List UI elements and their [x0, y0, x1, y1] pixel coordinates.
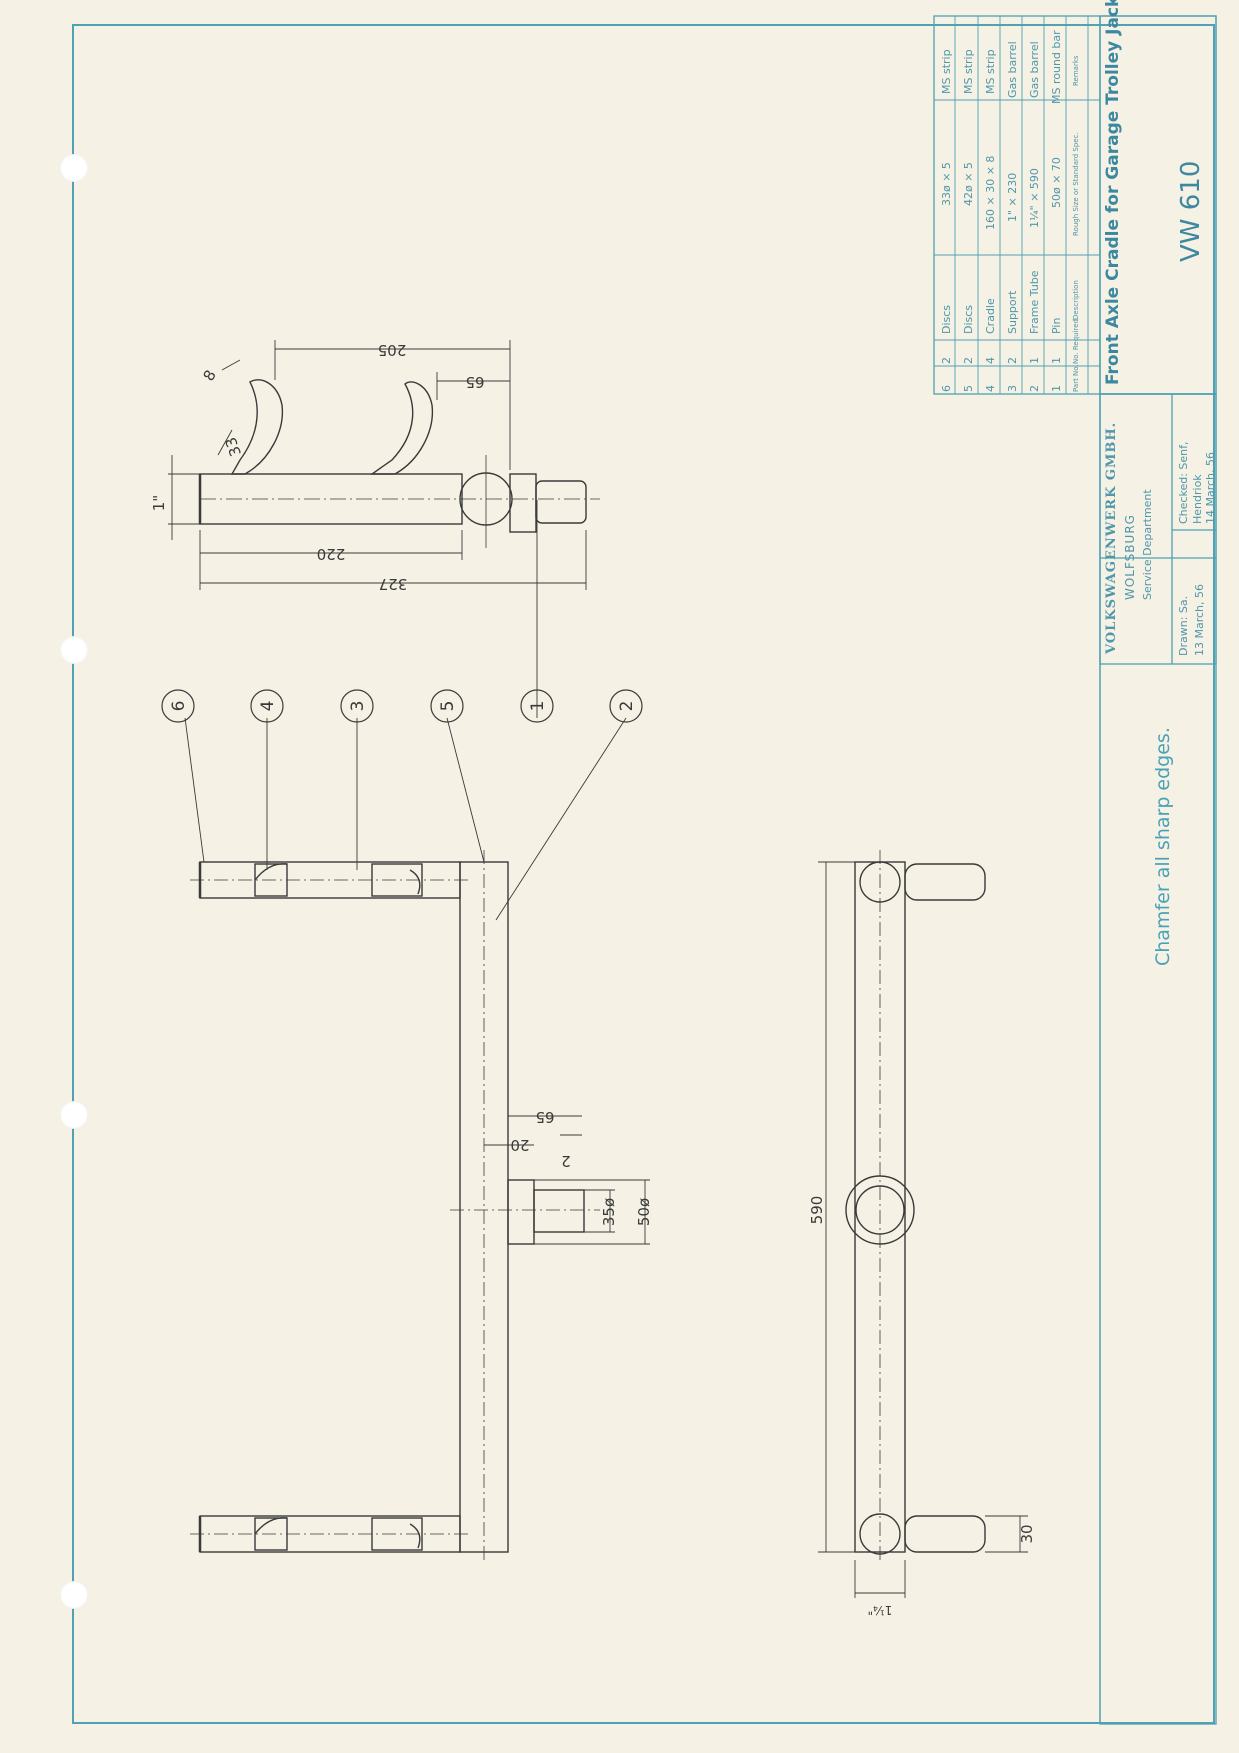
part-qty: 1	[1050, 357, 1063, 364]
balloon-label: 3	[348, 701, 368, 712]
dimension-label: 8	[199, 367, 219, 384]
punch-hole	[60, 1101, 88, 1129]
part-remarks: MS strip	[984, 49, 997, 94]
drawing-title: Front Axle Cradle for Garage Trolley Jac…	[1103, 0, 1123, 385]
part-number: 1	[1050, 385, 1063, 392]
part-description: Discs	[962, 304, 975, 334]
frame-plan-view	[190, 850, 600, 1560]
part-size: 42ø × 5	[962, 162, 975, 206]
dimension-label: 30	[1018, 1524, 1036, 1543]
dimension-label: 1¼"	[868, 1603, 893, 1617]
part-remarks: MS round bar	[1050, 30, 1063, 104]
drawn-label: Drawn: Sa.	[1177, 595, 1190, 656]
company-name: VOLKSWAGENWERK GMBH.	[1104, 421, 1119, 654]
balloon-label: 1	[528, 701, 548, 712]
dimension-label: 2	[561, 1152, 571, 1170]
frame-side-view	[845, 850, 986, 1560]
part-number: 5	[962, 385, 975, 392]
checked-name: Hendriok	[1191, 474, 1204, 524]
balloon-circle	[609, 689, 643, 723]
plan-view-dimension-lines	[484, 1115, 650, 1245]
part-size: 1" × 230	[1006, 172, 1019, 222]
drawn-date: 13 March, 56	[1193, 583, 1206, 656]
part-remarks: MS strip	[940, 49, 953, 94]
part-description: Frame Tube	[1028, 270, 1041, 334]
part-qty: 2	[940, 357, 953, 364]
part-size: 1¼" × 590	[1028, 168, 1041, 228]
part-description: Support	[1006, 290, 1019, 334]
header-part-no: Part No.	[1072, 364, 1080, 392]
part-qty: 2	[1006, 357, 1019, 364]
dimension-label: 220	[317, 545, 346, 563]
balloon-label: 6	[169, 701, 189, 712]
part-remarks: MS strip	[962, 49, 975, 94]
part-description: Pin	[1050, 317, 1063, 334]
part-qty: 1	[1028, 357, 1041, 364]
balloon-leaders	[184, 500, 627, 921]
part-description: Cradle	[984, 298, 997, 334]
dimension-label: 33	[222, 435, 245, 459]
drawing-number: VW 610	[1176, 160, 1206, 262]
chamfer-note: Chamfer all sharp edges.	[1152, 727, 1174, 966]
top-view-dimension-lines	[168, 340, 587, 590]
part-size: 33ø × 5	[940, 162, 953, 206]
part-number: 6	[940, 385, 953, 392]
part-remarks: Gas barrel	[1006, 41, 1019, 98]
header-description: Description	[1072, 280, 1080, 320]
checked-date: 14 March, 56	[1204, 451, 1217, 524]
dimension-label: 590	[808, 1196, 826, 1225]
punch-hole	[60, 154, 88, 182]
part-size: 50ø × 70	[1050, 157, 1063, 208]
punch-hole	[60, 636, 88, 664]
hook-side-view	[198, 379, 600, 548]
part-size: 160 × 30 × 8	[984, 155, 997, 230]
balloon-label: 2	[617, 701, 637, 712]
checked-label: Checked: Senf,	[1177, 441, 1190, 525]
part-description: Discs	[940, 304, 953, 334]
dimension-label: 65	[535, 1108, 554, 1126]
punch-hole	[60, 1581, 88, 1609]
part-remarks: Gas barrel	[1028, 41, 1041, 98]
balloon-circle	[520, 689, 554, 723]
dimension-label: 20	[510, 1136, 529, 1154]
company-city: WOLFSBURG	[1123, 514, 1137, 600]
side-view-dimension-lines	[818, 861, 1028, 1598]
header-size: Rough Size or Standard Spec.	[1072, 132, 1080, 236]
header-remarks: Remarks	[1072, 55, 1080, 86]
part-number: 3	[1006, 385, 1019, 392]
balloon-circle	[430, 689, 464, 723]
company-department: Service Department	[1141, 489, 1154, 600]
dimension-label: 205	[378, 341, 407, 359]
dimension-label: 327	[379, 575, 408, 593]
balloon-group	[161, 689, 643, 723]
part-qty: 4	[984, 357, 997, 364]
part-number: 4	[984, 385, 997, 392]
dimension-label: 50ø	[635, 1198, 653, 1226]
part-qty: 2	[962, 357, 975, 364]
dimension-label: 1"	[150, 495, 168, 511]
balloon-label: 4	[258, 701, 278, 712]
header-no-required: No. Required	[1072, 318, 1080, 364]
balloon-label: 5	[438, 701, 458, 712]
balloon-circle	[161, 689, 195, 723]
balloon-circle	[340, 689, 374, 723]
part-number: 2	[1028, 385, 1041, 392]
dimension-label: 65	[465, 373, 484, 391]
balloon-circle	[250, 689, 284, 723]
dimension-label: 35ø	[600, 1198, 618, 1226]
